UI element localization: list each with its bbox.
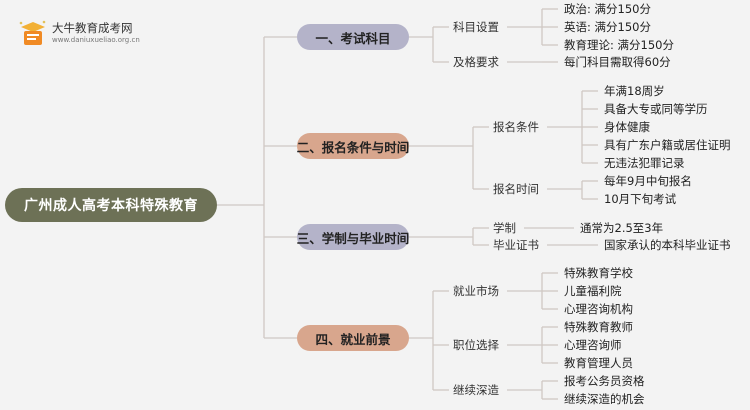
- book-icon: [19, 20, 46, 45]
- leaf-item: 儿童福利院: [564, 284, 622, 298]
- brand-name: 大牛教育成考网: [52, 21, 133, 35]
- group-label: 就业市场: [453, 284, 499, 298]
- leaf-item: 身体健康: [604, 120, 650, 134]
- branch-node-2: 二、报名条件与时间: [297, 133, 409, 159]
- leaf-item: 无违法犯罪记录: [604, 156, 685, 170]
- group-label: 报名条件: [493, 120, 539, 134]
- root-node: 广州成人高考本科特殊教育: [5, 188, 217, 222]
- leaf-item: 10月下旬考试: [604, 192, 677, 206]
- leaf-item: 具备大专或同等学历: [604, 102, 708, 116]
- leaf-item: 报考公务员资格: [564, 374, 645, 388]
- group-label: 及格要求: [453, 55, 499, 69]
- leaf-item: 每门科目需取得60分: [564, 55, 671, 69]
- branch-node-1: 一、考试科目: [297, 24, 409, 50]
- leaf-item: 特殊教育学校: [564, 266, 633, 280]
- leaf-item: 英语: 满分150分: [564, 20, 651, 34]
- leaf-item: 年满18周岁: [604, 84, 665, 98]
- group-label: 科目设置: [453, 20, 499, 34]
- leaf-item: 具有广东户籍或居住证明: [604, 138, 731, 152]
- group-label: 职位选择: [453, 338, 499, 352]
- leaf-item: 政治: 满分150分: [564, 2, 651, 16]
- leaf-item: 教育管理人员: [564, 356, 633, 370]
- brand-logo: [17, 19, 49, 53]
- leaf-item: 心理咨询机构: [564, 302, 633, 316]
- leaf-item: 特殊教育教师: [564, 320, 633, 334]
- leaf-item: 国家承认的本科毕业证书: [604, 238, 731, 252]
- group-label: 毕业证书: [493, 238, 539, 252]
- group-label: 继续深造: [453, 383, 499, 397]
- group-label: 学制: [493, 221, 516, 235]
- leaf-item: 每年9月中旬报名: [604, 174, 692, 188]
- leaf-item: 通常为2.5至3年: [580, 221, 664, 235]
- leaf-item: 教育理论: 满分150分: [564, 38, 674, 52]
- leaf-item: 心理咨询师: [564, 338, 622, 352]
- group-label: 报名时间: [493, 182, 539, 196]
- branch-node-4: 四、就业前景: [297, 325, 409, 351]
- brand-url: www.daniuxueliao.org.cn: [52, 36, 140, 44]
- leaf-item: 继续深造的机会: [564, 392, 645, 406]
- branch-node-3: 三、学制与毕业时间: [297, 224, 409, 250]
